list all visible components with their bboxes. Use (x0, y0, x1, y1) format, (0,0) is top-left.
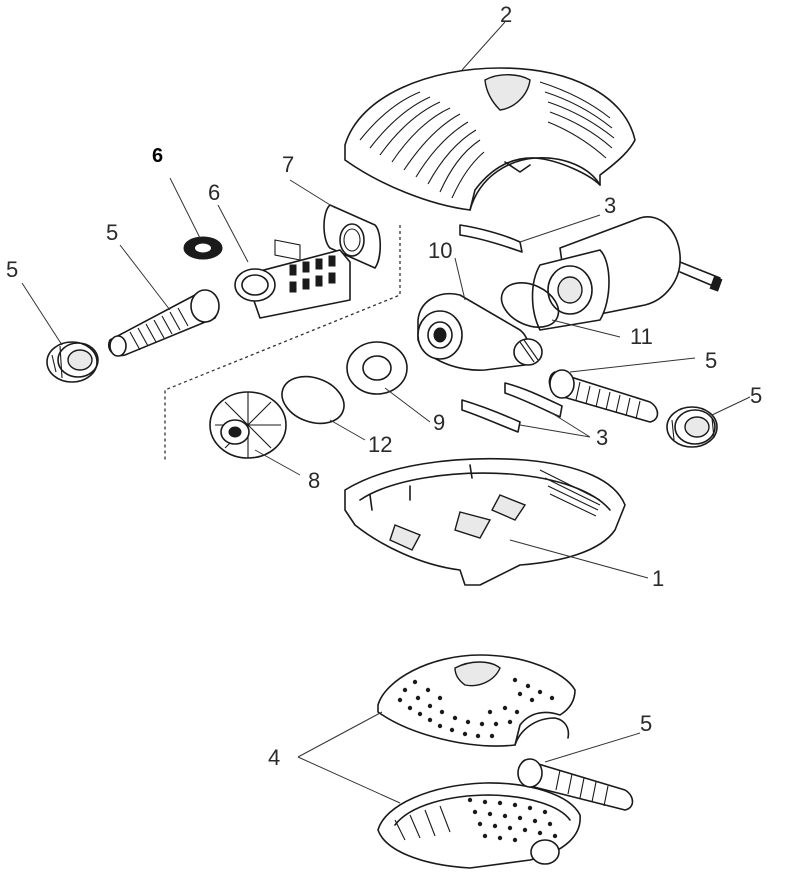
leader-lines (21, 21, 751, 804)
callout-5-hose-bottom: 5 (640, 711, 652, 736)
callout-6-seal-ring: 6 (152, 145, 163, 167)
part-1-base (344, 457, 626, 586)
part-3-spacer-upper (459, 224, 523, 253)
callout-12: 12 (368, 432, 392, 457)
callout-4: 4 (268, 745, 280, 770)
callout-2: 2 (500, 2, 512, 27)
part-10-pump-housing (417, 293, 543, 371)
part-3-spacers-lower (461, 382, 563, 433)
callout-5-nut: 5 (6, 257, 18, 282)
part-4-upper-shell (377, 654, 576, 747)
callout-8: 8 (308, 468, 320, 493)
callout-5-hose: 5 (106, 220, 118, 245)
part-12-o-ring (281, 375, 345, 425)
part-8-impeller (209, 391, 287, 459)
part-5-hose-left (108, 289, 220, 357)
callout-10: 10 (428, 238, 452, 263)
part-5-hose-right (548, 369, 659, 423)
callout-5-hose-right: 5 (705, 348, 717, 373)
part-6-seal-ring (183, 236, 223, 260)
part-5-nut-right (666, 406, 718, 448)
part-5-hose-bottom (517, 758, 634, 811)
callout-3-lower: 3 (596, 425, 608, 450)
part-6-prefilter (234, 239, 351, 319)
callout-5-nut-right: 5 (750, 383, 762, 408)
callout-6: 6 (208, 180, 220, 205)
part-7-seal-plate (323, 204, 382, 269)
callout-7: 7 (282, 152, 294, 177)
part-11-o-ring (500, 282, 560, 328)
callout-1: 1 (652, 566, 664, 591)
part-4-lower-shell (377, 782, 581, 869)
callout-labels: 2 6 7 6 5 5 3 10 11 5 5 9 12 3 8 1 4 5 (6, 2, 762, 770)
callout-3-upper: 3 (604, 193, 616, 218)
callout-11: 11 (630, 324, 653, 349)
part-9-flat-seal (346, 341, 408, 395)
part-2-upper-cover (344, 67, 636, 211)
motor-unit (531, 216, 723, 331)
callout-9: 9 (433, 410, 445, 435)
part-5-nut-left (46, 341, 99, 383)
